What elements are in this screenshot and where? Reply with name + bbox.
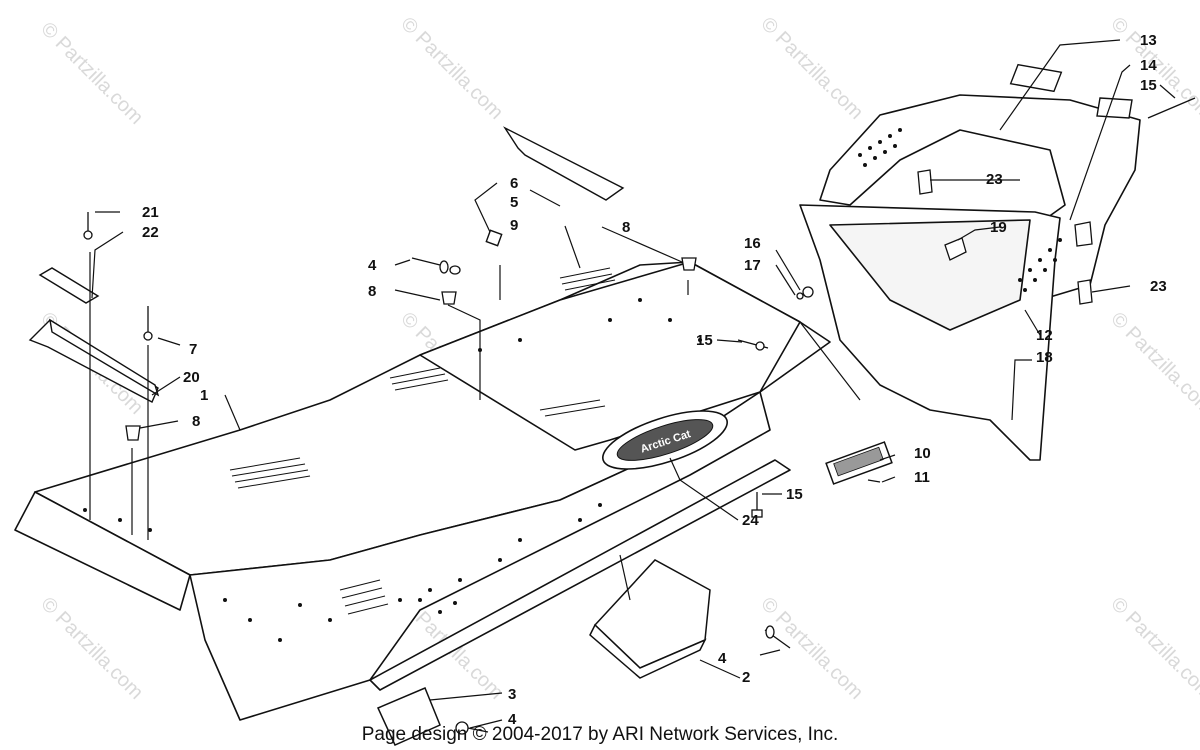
- mount-plates: [376, 559, 711, 746]
- callout-22: 22: [142, 224, 159, 241]
- reinforcement-strip: [485, 126, 625, 247]
- callout-10: 10: [914, 445, 931, 462]
- callout-17: 17: [744, 257, 761, 274]
- callout-8: 8: [368, 283, 376, 300]
- left-brackets: [28, 267, 160, 403]
- callout-11: 11: [914, 469, 930, 486]
- callout-15: 15: [696, 332, 713, 349]
- watermark: © Partzilla.com: [36, 18, 147, 129]
- callout-7: 7: [189, 341, 197, 358]
- callout-8: 8: [622, 219, 630, 236]
- callout-4: 4: [368, 257, 377, 274]
- watermark: © Partzilla.com: [36, 593, 147, 704]
- callout-21: 21: [142, 204, 159, 221]
- callout-12: 12: [1036, 327, 1053, 344]
- callouts: 1 2 3 4 4 4 5 6 7 8 8 8 9 10 11 12 13 14…: [142, 32, 1167, 728]
- callout-2: 2: [742, 669, 750, 686]
- reflector-plate: [825, 441, 893, 485]
- callout-20: 20: [183, 369, 200, 386]
- callout-1: 1: [200, 387, 208, 404]
- leader-lines: [89, 39, 1176, 729]
- callout-15: 15: [786, 486, 803, 503]
- callout-24: 24: [742, 512, 759, 529]
- callout-13: 13: [1140, 32, 1157, 49]
- callout-16: 16: [744, 235, 761, 252]
- rivet-holes: [83, 298, 702, 642]
- callout-23: 23: [1150, 278, 1167, 295]
- callout-6: 6: [510, 175, 518, 192]
- tunnel-part: [14, 261, 831, 721]
- callout-4: 4: [718, 650, 727, 667]
- callout-23: 23: [986, 171, 1003, 188]
- tunnel-hatching: [229, 267, 616, 615]
- bumper-grip-pads: [858, 128, 1062, 292]
- copyright-footer: Page design © 2004-2017 by ARI Network S…: [361, 724, 839, 745]
- callout-5: 5: [510, 194, 518, 211]
- callout-9: 9: [510, 217, 518, 234]
- callout-19: 19: [990, 219, 1007, 236]
- watermark: © Partzilla.com: [396, 13, 507, 124]
- watermark: © Partzilla.com: [756, 13, 867, 124]
- watermark: © Partzilla.com: [756, 593, 867, 704]
- callout-14: 14: [1140, 57, 1157, 74]
- callout-4: 4: [508, 711, 517, 728]
- callout-18: 18: [1036, 349, 1053, 366]
- callout-3: 3: [508, 686, 516, 703]
- callout-15: 15: [1140, 77, 1157, 94]
- rear-bumper: [799, 94, 1141, 461]
- watermark: © Partzilla.com: [1106, 593, 1200, 704]
- brand-decal: Arctic Cat: [602, 410, 728, 470]
- watermark: © Partzilla.com: [1106, 308, 1200, 419]
- callout-8: 8: [192, 413, 200, 430]
- fasteners: [83, 97, 1196, 735]
